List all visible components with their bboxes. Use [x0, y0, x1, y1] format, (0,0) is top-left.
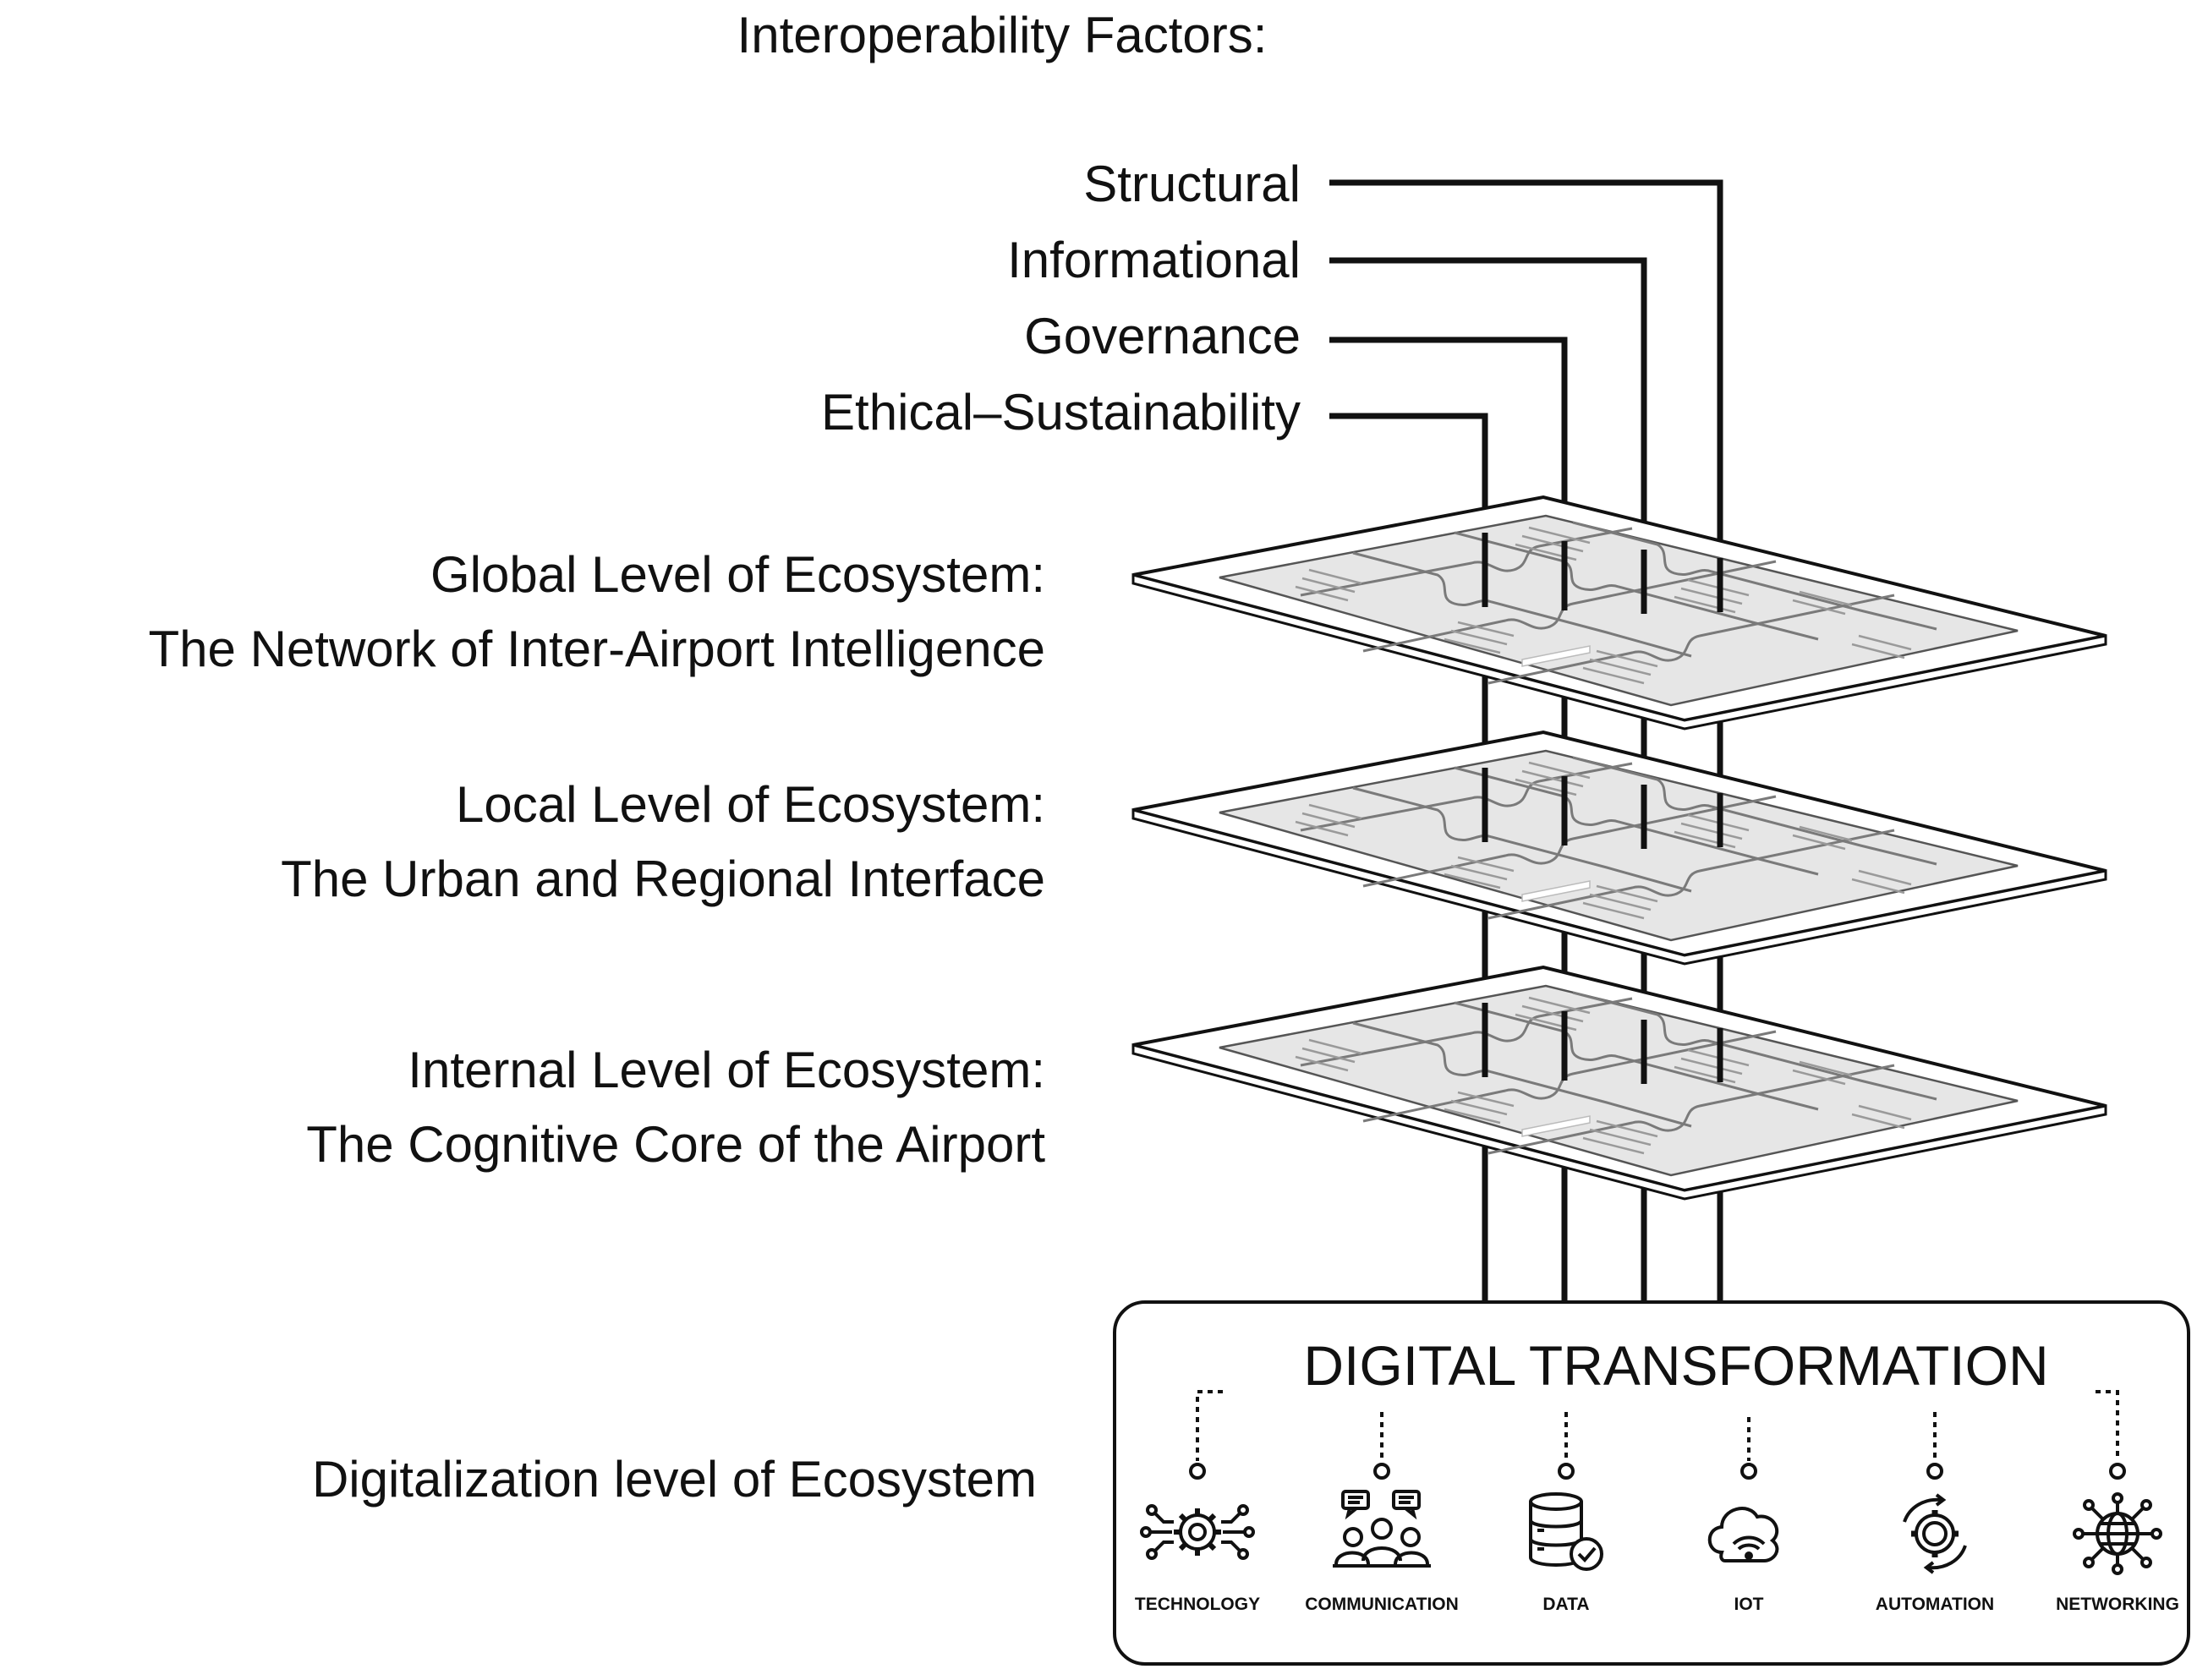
icon-leader-dots: [1189, 1463, 2126, 1480]
icon-leaders: [1196, 1390, 2119, 1461]
iot-icon: [1707, 1507, 1779, 1562]
automation-icon: [1903, 1493, 1967, 1574]
digital-transformation-title: DIGITAL TRANSFORMATION: [1303, 1334, 2048, 1397]
technology-icon: [1140, 1504, 1255, 1560]
plate-global: [1131, 495, 2107, 731]
plate-local: [1131, 731, 2107, 966]
level-global-subtitle: The Network of Inter-Airport Intelligenc…: [149, 621, 1045, 677]
factor-label-governance: Governance: [1024, 308, 1301, 364]
data-icon: [1529, 1492, 1603, 1571]
icon-label-communication: COMMUNICATION: [1305, 1595, 1459, 1614]
factor-label-structural: Structural: [1083, 156, 1301, 212]
networking-icon: [2073, 1492, 2162, 1575]
factor-label-informational: Informational: [1007, 232, 1301, 288]
icon-label-technology: TECHNOLOGY: [1135, 1595, 1260, 1614]
icon-label-networking: NETWORKING: [2056, 1595, 2179, 1614]
icon-label-automation: AUTOMATION: [1876, 1595, 1994, 1614]
connector-informational: [1329, 257, 1647, 611]
communication-icon: [1333, 1490, 1431, 1568]
level-local-subtitle: The Urban and Regional Interface: [281, 851, 1045, 907]
plate-pins: [1482, 533, 1723, 1084]
level-digitalization-label: Digitalization level of Ecosystem: [312, 1451, 1037, 1508]
digital-transformation-box: DIGITAL TRANSFORMATION: [1113, 1300, 2190, 1666]
icon-label-iot: IOT: [1734, 1595, 1764, 1614]
factor-label-ethical-sustainability: Ethical–Sustainability: [821, 384, 1301, 441]
connector-structural: [1329, 179, 1723, 609]
level-internal-title: Internal Level of Ecosystem:: [408, 1042, 1045, 1098]
diagram-title: Interoperability Factors:: [737, 7, 1268, 63]
plate-internal: [1131, 966, 2107, 1201]
level-internal-subtitle: The Cognitive Core of the Airport: [306, 1116, 1045, 1173]
icon-label-data: DATA: [1542, 1595, 1589, 1614]
level-local-title: Local Level of Ecosystem:: [456, 776, 1045, 833]
level-global-title: Global Level of Ecosystem:: [430, 546, 1045, 603]
